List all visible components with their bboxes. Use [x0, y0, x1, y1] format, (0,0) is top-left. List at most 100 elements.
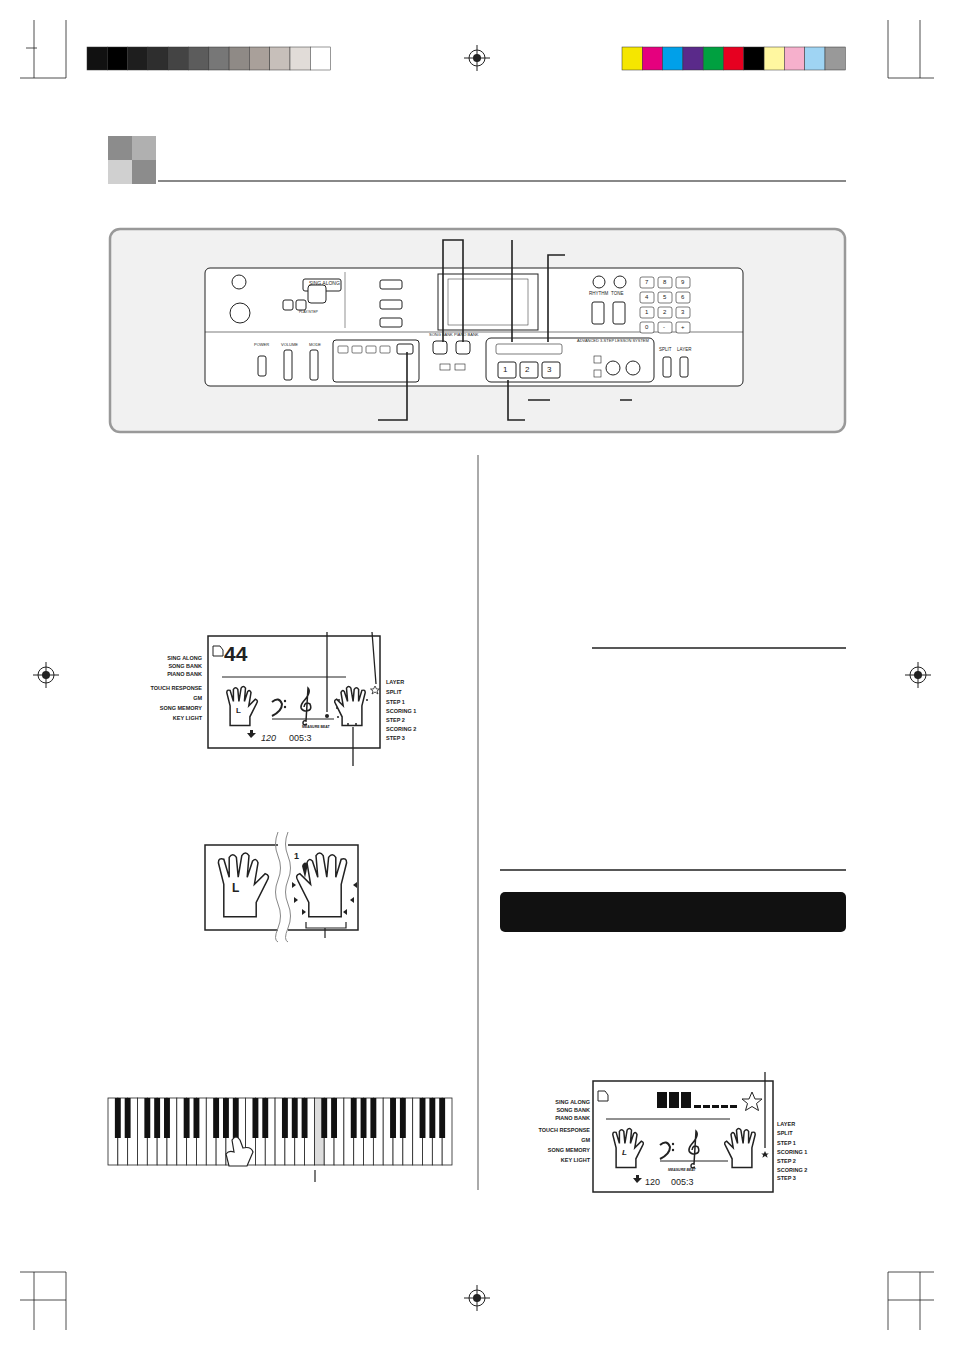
keypad-button [658, 307, 672, 318]
label: LAYER [386, 680, 404, 686]
black-key [370, 1098, 376, 1138]
keypad-button [676, 307, 690, 318]
label: 44 [224, 643, 247, 664]
label: 120 [261, 734, 276, 743]
button [283, 300, 293, 310]
color-patch [642, 47, 662, 70]
registration-mark [33, 662, 59, 688]
finger-mark [355, 723, 357, 725]
bass-clef [672, 1149, 674, 1151]
label: TOUCH RESPONSE [150, 686, 202, 692]
finger-arrow [302, 909, 306, 915]
display-block [703, 1105, 710, 1108]
color-patch [683, 47, 703, 70]
heading-bar [500, 892, 846, 932]
button-row [496, 344, 562, 354]
keypad-button [658, 277, 672, 288]
label: STEP 3 [777, 1176, 796, 1182]
black-key [400, 1098, 406, 1138]
lcd-illustration [208, 632, 380, 766]
keypad-button [640, 292, 654, 303]
color-patch [703, 47, 723, 70]
controller-box [333, 340, 419, 382]
black-key [194, 1098, 200, 1138]
display-block [681, 1092, 691, 1108]
panel-label: 4 [645, 294, 648, 300]
piano-bank-button [456, 341, 470, 354]
black-key [184, 1098, 190, 1138]
gray-patch [270, 47, 290, 70]
bass-clef [284, 706, 286, 708]
panel-outline [205, 268, 743, 386]
label: 005:3 [671, 1178, 694, 1187]
layer-button [680, 357, 688, 377]
lcd-frame [208, 636, 380, 748]
illustration-panel [110, 229, 845, 432]
black-key [233, 1098, 239, 1138]
display-block [721, 1105, 728, 1108]
panel-label: 2 [525, 366, 529, 374]
panel-label: 1 [645, 309, 648, 315]
finger-arrow [343, 909, 347, 915]
panel-label: LAYER [677, 348, 691, 353]
label: PIANO BANK [555, 1116, 590, 1122]
panel-label: + [681, 324, 685, 330]
gray-patch [148, 47, 168, 70]
black-key [223, 1098, 229, 1138]
black-key [292, 1098, 298, 1138]
step-button [542, 362, 560, 378]
black-key [144, 1098, 150, 1138]
black-key [213, 1098, 219, 1138]
button [594, 356, 601, 363]
label: TOUCH RESPONSE [538, 1128, 590, 1134]
black-key [164, 1098, 170, 1138]
color-patch [663, 47, 683, 70]
power-switch [258, 356, 266, 376]
panel-label: 8 [663, 279, 666, 285]
black-key [252, 1098, 258, 1138]
button [308, 285, 326, 303]
hand-icon [218, 853, 268, 917]
panel-label: 3 [681, 309, 684, 315]
black-key [439, 1098, 445, 1138]
mode-slider [310, 350, 318, 380]
color-patch [622, 47, 642, 70]
black-key [351, 1098, 357, 1138]
display-line [606, 1119, 730, 1120]
tempo-button [440, 364, 450, 370]
label: SCORING 2 [386, 727, 416, 733]
black-key [429, 1098, 435, 1138]
label: SONG BANK [556, 1108, 590, 1114]
gray-patch [290, 47, 310, 70]
panel-label: RHYTHM [589, 292, 608, 297]
button [352, 346, 362, 353]
black-key [302, 1098, 308, 1138]
panel-label: - [663, 324, 665, 330]
leader-line [314, 1170, 315, 1182]
label: KEY LIGHT [561, 1158, 590, 1164]
label: GM [581, 1138, 590, 1144]
lcd-frame [593, 1081, 773, 1192]
step-button [520, 362, 538, 378]
panel-label: ADVANCED 3-STEP LESSON SYSTEM [577, 339, 649, 343]
panel-label: 6 [681, 294, 684, 300]
label: L [236, 707, 241, 715]
finger-arrow [294, 897, 298, 903]
hand-icon [335, 687, 366, 726]
display-block [669, 1092, 679, 1108]
finger-arrow [353, 882, 357, 888]
label: LAYER [777, 1122, 795, 1128]
panel-label: 0 [645, 324, 648, 330]
label: KEY LIGHT [173, 716, 202, 722]
registration-mark [905, 662, 931, 688]
gray-patch [310, 47, 330, 70]
gray-patch [189, 47, 209, 70]
panel-label: 3 [547, 366, 551, 374]
black-key [390, 1098, 396, 1138]
pointing-hand [226, 1137, 253, 1166]
keypad-button [640, 277, 654, 288]
keyboard-keys [108, 1098, 452, 1182]
black-key [361, 1098, 367, 1138]
treble-clef [689, 1131, 699, 1168]
color-patch [805, 47, 825, 70]
